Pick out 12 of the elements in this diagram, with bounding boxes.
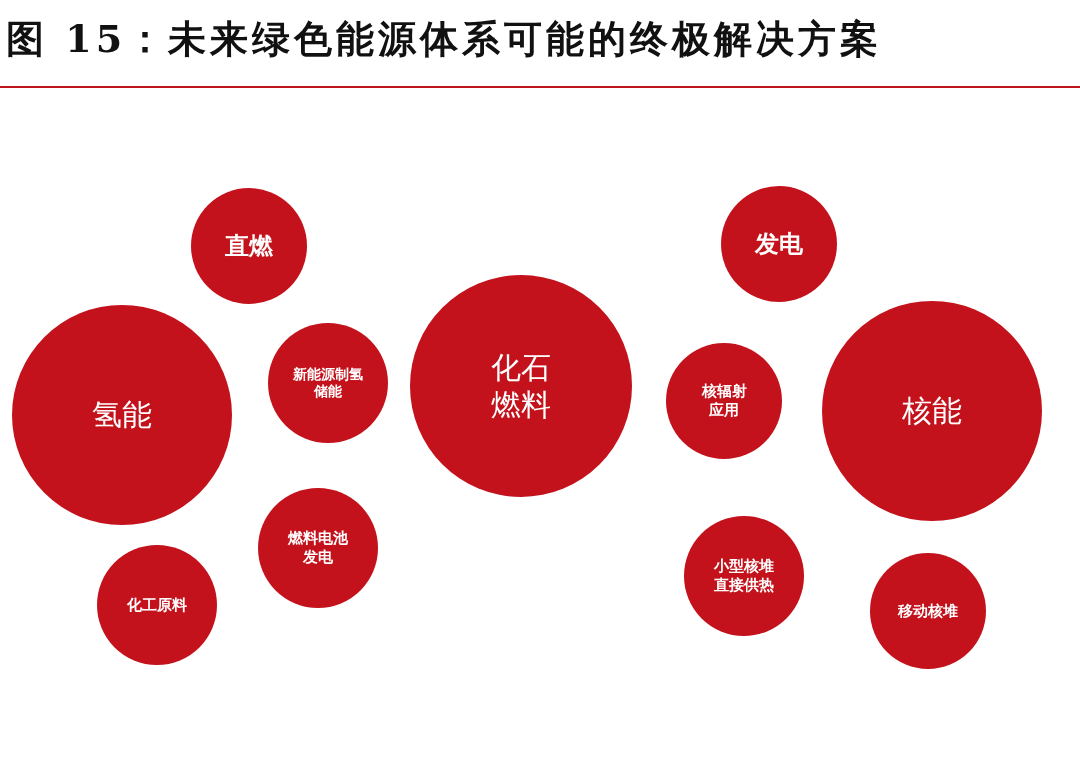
title: 图 15：未来绿色能源体系可能的终极解决方案 [6, 15, 883, 63]
circle-label: 小型核堆直接供热 [713, 557, 775, 595]
circle-label: 直燃 [224, 231, 274, 261]
circle-label: 核辐射应用 [701, 382, 747, 420]
circle-label: 移动核堆 [897, 601, 959, 621]
circle-label: 燃料电池发电 [287, 529, 349, 567]
circle-label: 氢能 [91, 396, 153, 434]
circle-label: 发电 [754, 229, 804, 259]
circle-label: 化工原料 [126, 595, 188, 615]
circle-label: 核能 [901, 392, 963, 430]
circle-label: 化石燃料 [490, 348, 552, 424]
circle-label: 新能源制氢储能 [292, 365, 364, 401]
